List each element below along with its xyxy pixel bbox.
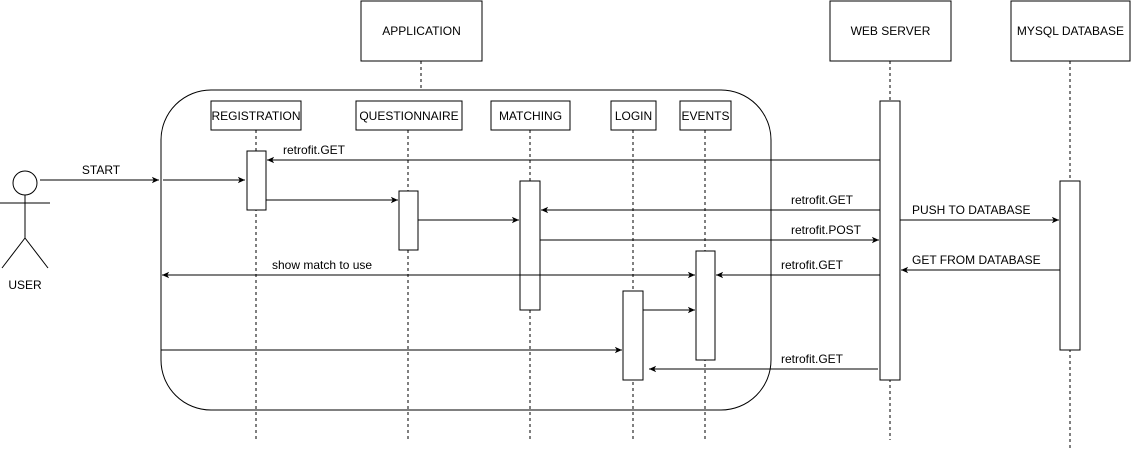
web-server-activation	[879, 100, 901, 381]
module-matching-label: MATCHING	[499, 109, 562, 123]
participant-application-label: APPLICATION	[382, 24, 460, 38]
message-push-to-database: PUSH TO DATABASE	[900, 203, 1059, 224]
module-login: LOGIN	[610, 100, 657, 131]
message-login-get: retrofit.GET	[649, 352, 878, 373]
participant-web-server-label: WEB SERVER	[851, 24, 931, 38]
module-questionnaire: QUESTIONNAIRE	[355, 100, 463, 131]
participant-application: APPLICATION	[360, 0, 483, 62]
message-get-from-database-label: GET FROM DATABASE	[912, 253, 1041, 267]
module-registration-label: REGISTRATION	[211, 109, 300, 123]
participant-mysql-database-label: MYSQL DATABASE	[1017, 24, 1124, 38]
participant-web-server: WEB SERVER	[829, 0, 952, 62]
message-events-get-label: retrofit.GET	[781, 258, 844, 272]
message-show-match-label: show match to use	[272, 258, 372, 272]
mysql-database-activation	[1059, 180, 1081, 351]
message-start-label: START	[82, 163, 121, 177]
message-matching-post: retrofit.POST	[540, 223, 879, 244]
message-matching-post-label: retrofit.POST	[791, 223, 862, 237]
login-activation	[622, 290, 644, 381]
registration-activation	[246, 150, 267, 211]
message-push-to-database-label: PUSH TO DATABASE	[912, 203, 1030, 217]
events-activation	[695, 250, 716, 361]
application-frame	[160, 89, 772, 411]
message-matching-get-label: retrofit.GET	[791, 193, 854, 207]
module-login-label: LOGIN	[615, 109, 652, 123]
message-show-match: show match to use	[162, 258, 695, 279]
module-events-label: EVENTS	[681, 109, 729, 123]
message-login-get-label: retrofit.GET	[781, 352, 844, 366]
module-questionnaire-label: QUESTIONNAIRE	[359, 109, 458, 123]
questionnaire-activation	[398, 190, 419, 251]
module-events: EVENTS	[679, 100, 732, 131]
message-get-from-database: GET FROM DATABASE	[901, 253, 1060, 274]
module-matching: MATCHING	[490, 100, 571, 131]
message-events-get: retrofit.GET	[716, 258, 880, 279]
message-start: START	[40, 163, 159, 184]
message-matching-get: retrofit.GET	[541, 193, 880, 214]
message-registration-get: retrofit.GET	[267, 143, 880, 164]
user-actor-label: USER	[8, 278, 42, 292]
user-actor-icon	[0, 170, 50, 269]
matching-activation	[519, 180, 541, 311]
message-registration-get-label: retrofit.GET	[283, 143, 346, 157]
module-registration: REGISTRATION	[210, 100, 302, 131]
participant-mysql-database: MYSQL DATABASE	[1010, 0, 1131, 62]
